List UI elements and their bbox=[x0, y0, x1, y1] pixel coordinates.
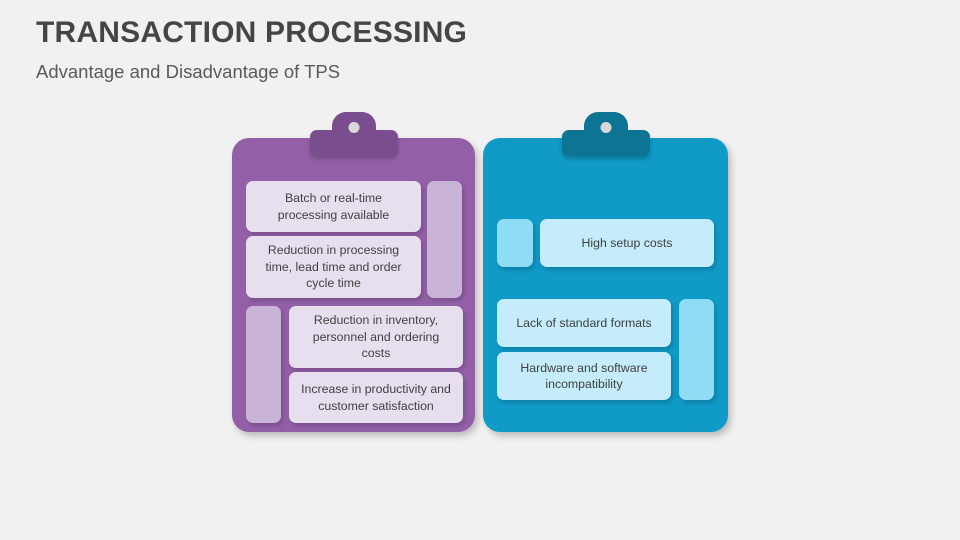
clip-base-shape bbox=[309, 130, 398, 156]
slide-header: TRANSACTION PROCESSING Advantage and Dis… bbox=[36, 16, 896, 83]
advantage-card-4[interactable]: Increase in productivity and customer sa… bbox=[289, 372, 463, 423]
clipboard-board-disadvantages: High setup costs Lack of standard format… bbox=[483, 138, 728, 432]
clip-base-shape bbox=[561, 130, 650, 156]
clipboard-board-advantages: Batch or real-time processing available … bbox=[232, 138, 475, 432]
disadvantage-card-3[interactable]: Hardware and software incompatibility bbox=[497, 352, 671, 400]
advantage-card-2[interactable]: Reduction in processing time, lead time … bbox=[246, 236, 421, 298]
clipboard-clip-icon bbox=[561, 112, 650, 156]
advantage-accent-bar-bottom bbox=[246, 306, 281, 423]
disadvantage-accent-bar-bottom bbox=[679, 299, 714, 400]
clip-hole-icon bbox=[348, 122, 359, 133]
clipboard-clip-icon bbox=[309, 112, 398, 156]
disadvantage-card-2[interactable]: Lack of standard formats bbox=[497, 299, 671, 347]
disadvantage-card-1[interactable]: High setup costs bbox=[540, 219, 714, 267]
page-subtitle: Advantage and Disadvantage of TPS bbox=[36, 60, 341, 82]
disadvantage-accent-box-top bbox=[497, 219, 533, 267]
clip-hole-icon bbox=[600, 122, 611, 133]
clipboard-advantages: Batch or real-time processing available … bbox=[232, 112, 475, 432]
advantage-card-1[interactable]: Batch or real-time processing available bbox=[246, 181, 421, 232]
clipboard-disadvantages: High setup costs Lack of standard format… bbox=[483, 112, 728, 432]
advantage-card-3[interactable]: Reduction in inventory, personnel and or… bbox=[289, 306, 463, 368]
page-title: TRANSACTION PROCESSING bbox=[36, 16, 468, 49]
advantage-accent-bar-top bbox=[427, 181, 462, 298]
